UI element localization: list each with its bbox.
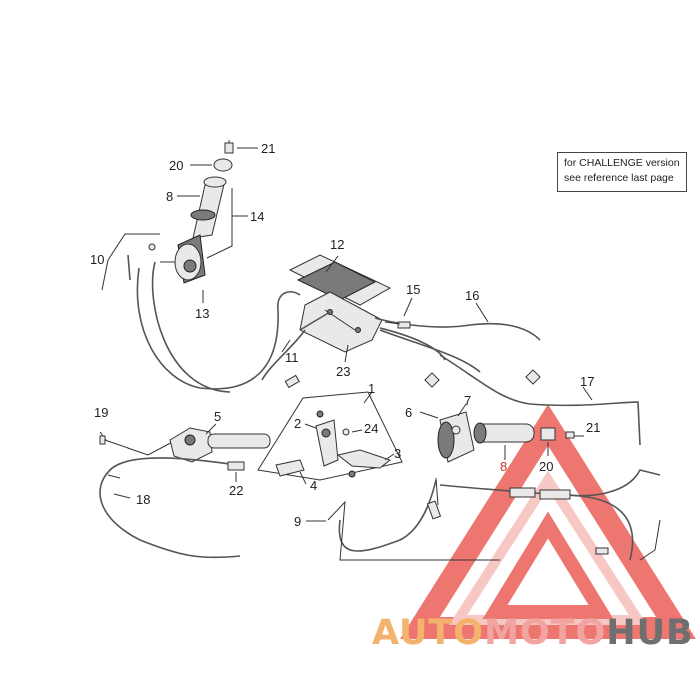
note-line-1: for CHALLENGE version bbox=[564, 157, 680, 169]
callout-6: 6 bbox=[405, 405, 412, 420]
callout-4: 4 bbox=[310, 478, 317, 493]
callout-23: 23 bbox=[336, 364, 350, 379]
callout-16: 16 bbox=[465, 288, 479, 303]
throttle-cable-upper bbox=[136, 267, 301, 390]
callout-17: 17 bbox=[580, 374, 594, 389]
cable-18 bbox=[99, 457, 241, 559]
callout-21-top: 21 bbox=[261, 141, 275, 156]
pivot-24 bbox=[342, 428, 350, 436]
callout-19: 19 bbox=[94, 405, 108, 420]
cable-11 bbox=[261, 329, 306, 381]
lever-mount-5 bbox=[169, 427, 271, 463]
callout-1: 1 bbox=[368, 381, 375, 396]
lever-bracket-2 bbox=[315, 410, 339, 467]
callout-8-top: 8 bbox=[166, 189, 173, 204]
callout-11: 11 bbox=[285, 350, 299, 365]
screw-19 bbox=[99, 435, 106, 445]
screw-21-top bbox=[224, 142, 234, 154]
group-outline-1 bbox=[257, 391, 403, 481]
watermark-brand-hub: HUB bbox=[606, 613, 694, 653]
throttle-grip-assembly bbox=[174, 140, 234, 284]
watermark-brand-moto: MOTO bbox=[484, 613, 607, 653]
callout-14: 14 bbox=[250, 209, 264, 224]
throttle-housing-7 bbox=[437, 411, 475, 463]
callout-20-bottom: 20 bbox=[539, 459, 553, 474]
challenge-version-note: for CHALLENGE version see reference last… bbox=[557, 152, 687, 192]
callout-20-top: 20 bbox=[169, 158, 183, 173]
lever-3 bbox=[336, 449, 392, 469]
note-line-2: see reference last page bbox=[564, 172, 674, 184]
callout-18: 18 bbox=[136, 492, 150, 507]
watermark-brand-auto: AUTO bbox=[372, 613, 485, 653]
watermark-brand: AUTOMOTOHUB bbox=[372, 613, 694, 653]
callout-7: 7 bbox=[464, 393, 471, 408]
cable-17 bbox=[439, 354, 641, 446]
callout-10: 10 bbox=[90, 252, 104, 267]
callout-15: 15 bbox=[406, 282, 420, 297]
end-cap-20-top bbox=[213, 158, 233, 172]
adjuster-22 bbox=[227, 461, 245, 471]
end-cap-20-bottom bbox=[540, 427, 556, 441]
callout-3: 3 bbox=[394, 446, 401, 461]
screw-21-bottom bbox=[565, 431, 575, 439]
callout-5: 5 bbox=[214, 409, 221, 424]
callout-21-bottom: 21 bbox=[586, 420, 600, 435]
adjuster-15 bbox=[424, 372, 440, 388]
grip-8-top bbox=[192, 179, 226, 239]
callout-8-red: 8 bbox=[500, 459, 507, 474]
callout-9: 9 bbox=[294, 514, 301, 529]
callout-24: 24 bbox=[364, 421, 378, 436]
callout-2: 2 bbox=[294, 416, 301, 431]
watermark-logo-icon bbox=[400, 404, 696, 639]
switch-housing-12 bbox=[288, 254, 392, 306]
callout-13: 13 bbox=[195, 306, 209, 321]
cable-9 bbox=[338, 479, 437, 552]
callout-12: 12 bbox=[330, 237, 344, 252]
switch-4 bbox=[275, 459, 307, 485]
callout-22: 22 bbox=[229, 483, 243, 498]
control-box-23 bbox=[299, 291, 383, 353]
grip-8-red bbox=[473, 422, 535, 444]
cable-end-10 bbox=[127, 254, 131, 281]
